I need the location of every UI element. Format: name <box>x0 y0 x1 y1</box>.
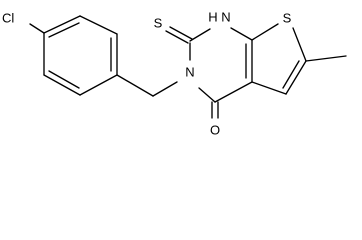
atom-label-o: O <box>210 123 220 138</box>
bond-ring-a1-inner <box>48 22 80 38</box>
molecular-structure: Cl S H N S N O <box>2 10 347 138</box>
bond-cl-c <box>29 23 45 34</box>
bond-c4a-c4 <box>214 81 253 103</box>
bond-c6-c5 <box>285 60 307 95</box>
bond-c2-s-thione-1 <box>165 30 189 44</box>
bond-layer <box>29 15 347 119</box>
bond-ring-a4 <box>79 74 118 96</box>
bond-ring-a5-inner <box>48 70 80 89</box>
bond-ring-a2 <box>79 15 118 35</box>
bond-c2-n1 <box>189 28 211 42</box>
bond-c4-n3 <box>198 87 216 103</box>
bond-c2-s-thione-2 <box>169 26 193 40</box>
bond-c6-c5-inner <box>282 60 300 89</box>
bond-ring-a1 <box>43 15 81 34</box>
atom-label-nh-h: H <box>208 10 217 25</box>
bond-s-c6 <box>292 27 307 62</box>
atom-label-cl: Cl <box>2 11 14 26</box>
atom-label-layer: Cl S H N S N O <box>2 10 292 138</box>
atom-label-s-ring: S <box>283 11 292 26</box>
atom-label-nh-n: N <box>221 10 230 25</box>
atom-label-s-thione: S <box>154 16 163 31</box>
bond-c5-c4a <box>251 81 287 95</box>
bond-ch2-n3 <box>152 81 178 97</box>
bond-aryl-ch2 <box>116 74 154 97</box>
bond-n1-c7a <box>230 27 253 41</box>
atom-label-n3: N <box>185 65 194 80</box>
bond-ring-a5 <box>43 74 81 96</box>
bond-c7a-s <box>251 23 279 41</box>
bond-c6-methyl <box>305 55 347 62</box>
